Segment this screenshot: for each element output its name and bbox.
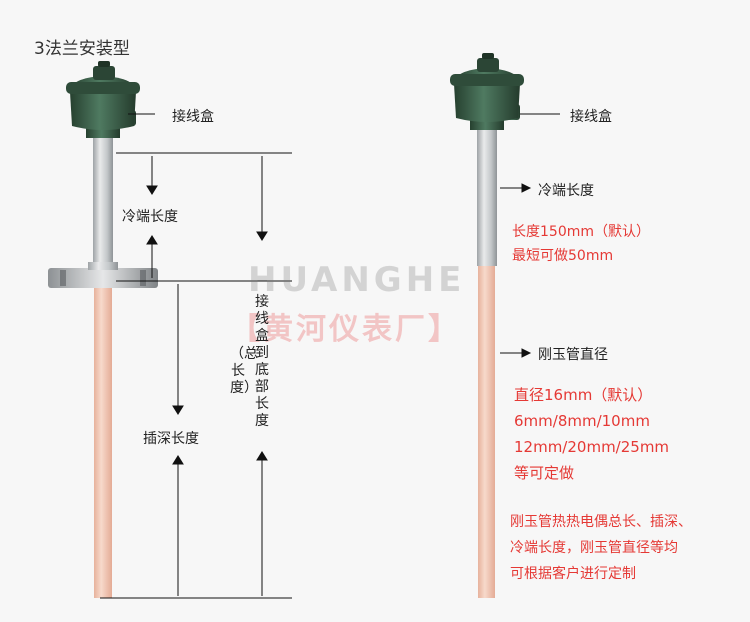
watermark-brand-en: HUANGHE xyxy=(248,260,466,300)
diameter-spec-line-1: 直径16mm（默认） xyxy=(514,386,653,404)
left-dimension-lines xyxy=(100,113,292,599)
cold-end-spec-line-2: 最短可做50mm xyxy=(512,248,614,264)
left-flange xyxy=(48,262,158,288)
right-diameter-spec: 直径16mm（默认） 6mm/8mm/10mm 12mm/20mm/25mm 等… xyxy=(514,382,669,486)
left-junction-box-label: 接线盒 xyxy=(172,109,214,125)
right-junction-box-head xyxy=(450,53,524,130)
custom-note-line-1: 刚玉管热热电偶总长、插深、 xyxy=(510,514,692,530)
left-junction-box-head xyxy=(66,61,140,138)
diameter-spec-line-2: 6mm/8mm/10mm xyxy=(514,412,650,430)
right-junction-box-label: 接线盒 xyxy=(570,109,612,125)
cold-end-spec-line-1: 长度150mm（默认） xyxy=(512,224,650,240)
left-total-length-label: 接线盒到底部长度 xyxy=(255,294,269,429)
right-custom-note: 刚玉管热热电偶总长、插深、 冷端长度，刚玉管直径等均 可根据客户进行定制 xyxy=(510,509,692,587)
left-total-length-note: （总长度） xyxy=(230,346,258,396)
left-thermocouple xyxy=(48,61,158,598)
right-pointers xyxy=(500,113,560,358)
diameter-spec-line-3: 12mm/20mm/25mm xyxy=(514,438,670,456)
custom-note-line-3: 可根据客户进行定制 xyxy=(510,566,636,582)
right-cold-end-label: 冷端长度 xyxy=(538,183,594,199)
right-steel-tube xyxy=(477,128,497,266)
custom-note-line-2: 冷端长度，刚玉管直径等均 xyxy=(510,540,678,556)
watermark-brand-cn: 【黄河仪表厂】 xyxy=(230,312,461,347)
right-tube-diameter-label: 刚玉管直径 xyxy=(538,347,608,363)
right-ceramic-tube xyxy=(478,262,495,598)
diameter-spec-line-4: 等可定做 xyxy=(514,464,575,482)
right-cold-end-spec: 长度150mm（默认） 最短可做50mm xyxy=(512,220,650,268)
page-title: 3法兰安装型 xyxy=(34,39,130,59)
left-steel-tube xyxy=(93,136,113,272)
left-ceramic-tube xyxy=(94,286,112,598)
left-cold-end-label: 冷端长度 xyxy=(122,209,178,225)
right-thermocouple xyxy=(450,53,524,598)
left-insertion-label: 插深长度 xyxy=(143,431,199,447)
